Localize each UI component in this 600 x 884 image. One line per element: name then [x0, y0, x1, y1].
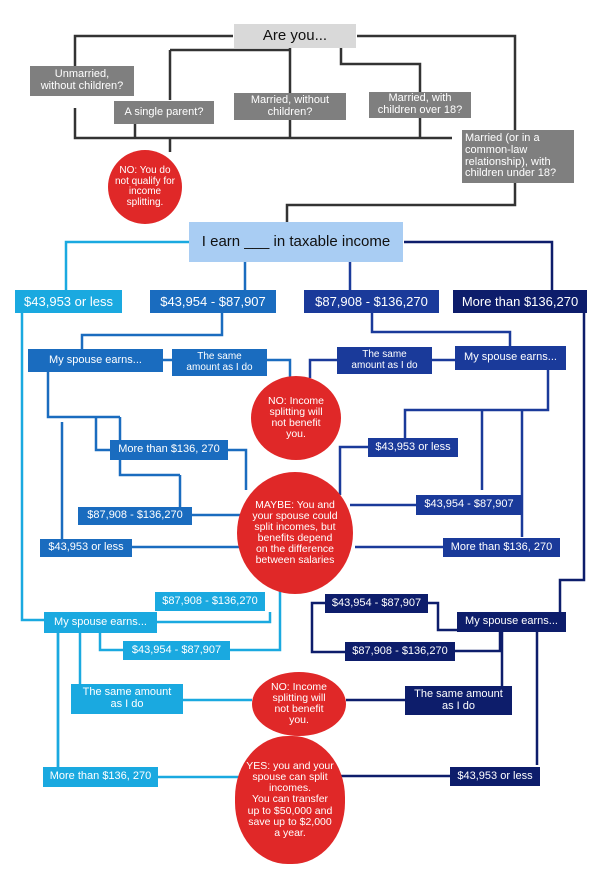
spouse-more-than-136270-dark: More than $136, 270 — [443, 538, 560, 557]
same-amount-navy: The same amount as I do — [405, 686, 512, 715]
spouse-43954-87907-light: $43,954 - $87,907 — [123, 641, 230, 660]
status-single-parent: A single parent? — [114, 101, 214, 124]
status-married-without-children: Married, without children? — [234, 93, 346, 120]
spouse-earns-navy: My spouse earns... — [457, 612, 566, 632]
are-you-question: Are you... — [234, 24, 356, 48]
status-married-children-over-18: Married, with children over 18? — [369, 92, 471, 118]
spouse-earns-light: My spouse earns... — [44, 612, 157, 633]
spouse-43954-87907-dark: $43,954 - $87,907 — [416, 495, 522, 515]
same-amount-dark: The same amount as I do — [337, 347, 432, 374]
status-unmarried-without-children: Unmarried, without children? — [30, 66, 134, 96]
spouse-earns-dark: My spouse earns... — [455, 346, 566, 370]
yes-circle: YES: you and your spouse can split incom… — [235, 736, 345, 864]
no-qualify-circle: NO: You do not qualify for income splitt… — [108, 150, 182, 224]
income-question: I earn ___ in taxable income — [189, 222, 403, 262]
spouse-43953-or-less-dark: $43,953 or less — [368, 438, 458, 457]
spouse-43953-or-less-navy: $43,953 or less — [450, 767, 540, 786]
spouse-87908-136270-light: $87,908 - $136,270 — [155, 592, 265, 611]
spouse-earns-medium: My spouse earns... — [28, 349, 163, 372]
spouse-87908-136270-medium: $87,908 - $136,270 — [78, 507, 192, 525]
spouse-87908-136270-navy: $87,908 - $136,270 — [345, 642, 455, 661]
income-bracket-87908-136270: $87,908 - $136,270 — [304, 290, 439, 313]
maybe-circle: MAYBE: You and your spouse could split i… — [237, 472, 353, 594]
spouse-43954-87907-navy: $43,954 - $87,907 — [325, 594, 428, 613]
no-benefit-circle-bottom: NO: Income splitting will not benefit yo… — [252, 672, 346, 736]
spouse-43953-or-less-medium: $43,953 or less — [40, 539, 132, 557]
spouse-more-than-136270-medium: More than $136, 270 — [110, 440, 228, 460]
same-amount-light: The same amount as I do — [71, 684, 183, 714]
status-married-children-under-18: Married (or in a common-law relationship… — [462, 130, 574, 183]
income-bracket-43953-or-less: $43,953 or less — [15, 290, 122, 313]
no-benefit-circle-top: NO: Income splitting will not benefit yo… — [251, 376, 341, 460]
same-amount-medium: The same amount as I do — [172, 349, 267, 376]
spouse-more-than-136270-light: More than $136, 270 — [43, 767, 158, 787]
income-bracket-43954-87907: $43,954 - $87,907 — [150, 290, 276, 313]
income-bracket-more-than-136270: More than $136,270 — [453, 290, 587, 313]
